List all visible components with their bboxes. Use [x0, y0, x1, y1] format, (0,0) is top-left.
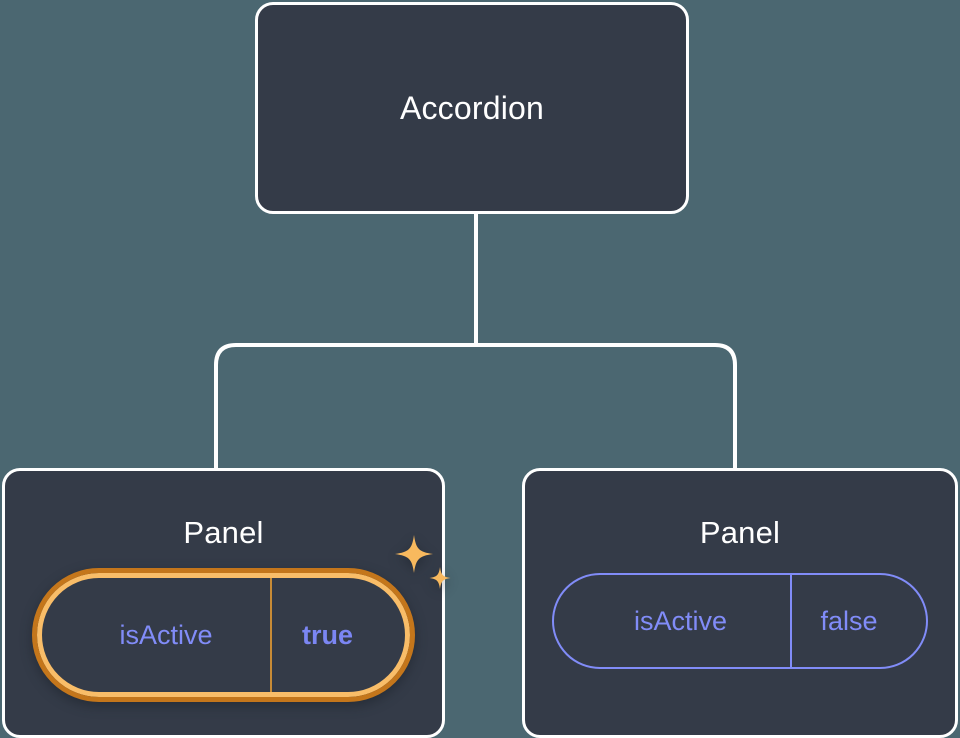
node-panel-active-title: Panel	[183, 515, 264, 550]
node-accordion-title: Accordion	[399, 89, 545, 126]
node-panel-active[interactable]: Panel isActive true	[2, 468, 451, 738]
prop-pill-inactive-wrapper: isActive false	[552, 573, 928, 669]
prop-value: true	[269, 578, 405, 692]
prop-pill-active-wrapper: isActive true	[31, 535, 451, 702]
prop-pill-active[interactable]: isActive true	[31, 568, 416, 702]
node-panel-inactive[interactable]: Panel isActive false	[522, 468, 958, 738]
prop-key: isActive	[119, 619, 213, 650]
prop-pill-inactive[interactable]: isActive false	[552, 573, 928, 669]
prop-value: false	[790, 575, 925, 667]
node-accordion[interactable]: Accordion	[255, 2, 689, 214]
node-panel-inactive-title: Panel	[699, 515, 781, 550]
prop-key: isActive	[633, 605, 727, 636]
